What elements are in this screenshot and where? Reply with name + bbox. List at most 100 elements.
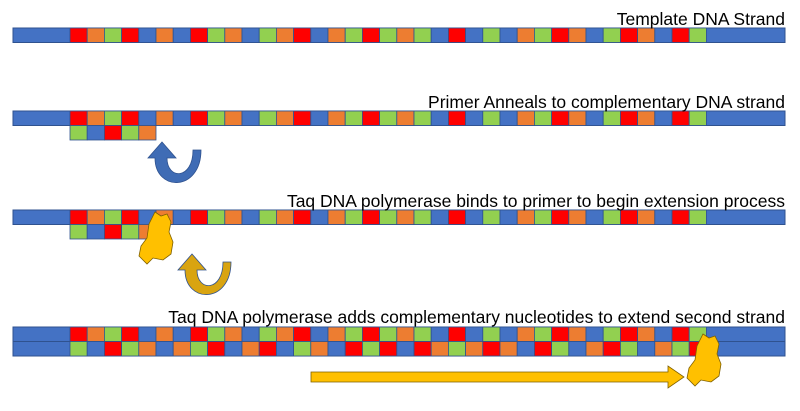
template-strand-2-nucleotide-G — [104, 110, 123, 126]
new-strand-nucleotide-O — [241, 341, 260, 357]
template-strand-2-nucleotide-G — [602, 110, 621, 126]
template-strand-4-nucleotide-G — [413, 326, 432, 342]
template-strand-2-nucleotide-B — [310, 110, 329, 126]
taq-polymerase-icon-2 — [686, 333, 722, 387]
template-strand-3-nucleotide-B — [430, 209, 449, 225]
template-strand-3-nucleotide-R — [551, 209, 570, 225]
primer-3-nucleotide-R — [104, 224, 123, 240]
template-strand-3-nucleotide-B — [241, 209, 260, 225]
template-strand-2-nucleotide-G — [413, 110, 432, 126]
template-strand-nucleotide-G — [534, 27, 553, 43]
template-strand-4-nucleotide-G — [344, 326, 363, 342]
template-strand-nucleotide-G — [379, 27, 398, 43]
template-strand-2-nucleotide-R — [121, 110, 140, 126]
new-strand-nucleotide-G — [361, 341, 380, 357]
template-strand-3-nucleotide-R — [361, 209, 380, 225]
template-strand-3-nucleotide-B — [499, 209, 518, 225]
template-strand-4-nucleotide-G — [207, 326, 226, 342]
template-strand-nucleotide-R — [361, 27, 380, 43]
template-strand-2-nucleotide-B — [654, 110, 673, 126]
template-strand-3-nucleotide-G — [104, 209, 123, 225]
template-strand-nucleotide-G — [688, 27, 707, 43]
template-strand-2-nucleotide-B — [499, 110, 518, 126]
template-strand-3-nucleotide-O — [275, 209, 294, 225]
template-strand-2-nucleotide-R — [293, 110, 312, 126]
template-strand-nucleotide-R — [447, 27, 466, 43]
template-strand-4-nucleotide-G — [258, 326, 277, 342]
new-strand-nucleotide-O — [172, 341, 191, 357]
template-strand-4-nucleotide-O — [396, 326, 415, 342]
template-strand-2-nucleotide-O — [275, 110, 294, 126]
label-polymerase-extends: Taq DNA polymerase adds complementary nu… — [168, 307, 785, 327]
new-strand-nucleotide-B — [155, 341, 174, 357]
template-strand-2-nucleotide-G — [482, 110, 501, 126]
template-strand-2-nucleotide-O — [86, 110, 105, 126]
template-strand-nucleotide-O — [327, 27, 346, 43]
label-template-strand: Template DNA Strand — [616, 9, 785, 29]
new-strand-nucleotide-O — [499, 341, 518, 357]
new-strand-nucleotide-B — [224, 341, 243, 357]
template-strand-4-nucleotide-R — [69, 326, 88, 342]
new-strand-nucleotide-O — [138, 341, 157, 357]
new-strand-nucleotide-R — [258, 341, 277, 357]
template-strand-nucleotide-G — [104, 27, 123, 43]
template-strand-2-nucleotide-R — [361, 110, 380, 126]
template-strand-4-nucleotide-B — [585, 326, 604, 342]
template-strand-4-nucleotide-G — [534, 326, 553, 342]
template-strand-2-nucleotide-R — [447, 110, 466, 126]
curved-arrow-blue-icon — [147, 141, 202, 183]
template-strand-3-nucleotide-G — [413, 209, 432, 225]
primer-nucleotide-G — [121, 125, 140, 141]
template-strand-4-nucleotide-O — [516, 326, 535, 342]
template-strand-2-nucleotide-G — [344, 110, 363, 126]
template-strand-4-nucleotide-B — [430, 326, 449, 342]
template-strand-3-nucleotide-O — [637, 209, 656, 225]
template-strand-4-nucleotide-B — [138, 326, 157, 342]
template-strand-3-nucleotide-O — [327, 209, 346, 225]
new-strand-nucleotide-R — [482, 341, 501, 357]
template-strand-2-nucleotide-G — [534, 110, 553, 126]
template-strand-2-nucleotide-B — [585, 110, 604, 126]
new-strand-nucleotide-G — [620, 341, 639, 357]
template-strand-4-nucleotide-R — [293, 326, 312, 342]
new-strand-nucleotide-R — [207, 341, 226, 357]
template-strand-4-nucleotide-B — [654, 326, 673, 342]
template-strand-2-nucleotide-G — [207, 110, 226, 126]
template-strand-4-nucleotide-B — [241, 326, 260, 342]
template-strand-3-nucleotide-B — [585, 209, 604, 225]
template-strand-3-nucleotide-G — [534, 209, 553, 225]
new-strand-nucleotide-O — [465, 341, 484, 357]
new-strand-nucleotide-G — [189, 341, 208, 357]
new-strand-nucleotide-G — [121, 341, 140, 357]
template-strand-2-nucleotide-G — [379, 110, 398, 126]
template-strand-nucleotide-B — [499, 27, 518, 43]
new-strand-nucleotide-O — [654, 341, 673, 357]
new-strand-nucleotide-G — [447, 341, 466, 357]
primer-3-nucleotide-G — [121, 224, 140, 240]
template-strand-2-nucleotide-B — [172, 110, 191, 126]
template-strand-4-nucleotide-B — [499, 326, 518, 342]
template-strand-4-nucleotide-R — [121, 326, 140, 342]
template-strand-nucleotide-G — [258, 27, 277, 43]
template-strand-3-nucleotide-G — [258, 209, 277, 225]
template-strand-4-nucleotide-O — [275, 326, 294, 342]
template-strand-3-nucleotide-O — [224, 209, 243, 225]
template-strand-3-nucleotide-R — [189, 209, 208, 225]
template-strand-4-nucleotide-O — [327, 326, 346, 342]
template-strand-3-nucleotide-G — [344, 209, 363, 225]
template-strand-2-nucleotide-G — [258, 110, 277, 126]
template-strand-2-nucleotide-O — [155, 110, 174, 126]
template-strand-2-nucleotide-O — [327, 110, 346, 126]
template-strand-4-nucleotide-R — [620, 326, 639, 342]
template-strand-3-nucleotide-B — [654, 209, 673, 225]
template-strand-4-nucleotide-O — [155, 326, 174, 342]
template-strand-3-nucleotide-O — [516, 209, 535, 225]
new-strand-nucleotide-O — [310, 341, 329, 357]
template-strand-3-nucleotide-G — [482, 209, 501, 225]
template-strand-2-nucleotide-B — [430, 110, 449, 126]
template-strand-4-nucleotide-G — [602, 326, 621, 342]
template-strand-4-nucleotide-R — [671, 326, 690, 342]
template-strand-3-nucleotide-R — [293, 209, 312, 225]
template-strand-4-nucleotide-G — [482, 326, 501, 342]
template-strand-3-nucleotide-R — [121, 209, 140, 225]
